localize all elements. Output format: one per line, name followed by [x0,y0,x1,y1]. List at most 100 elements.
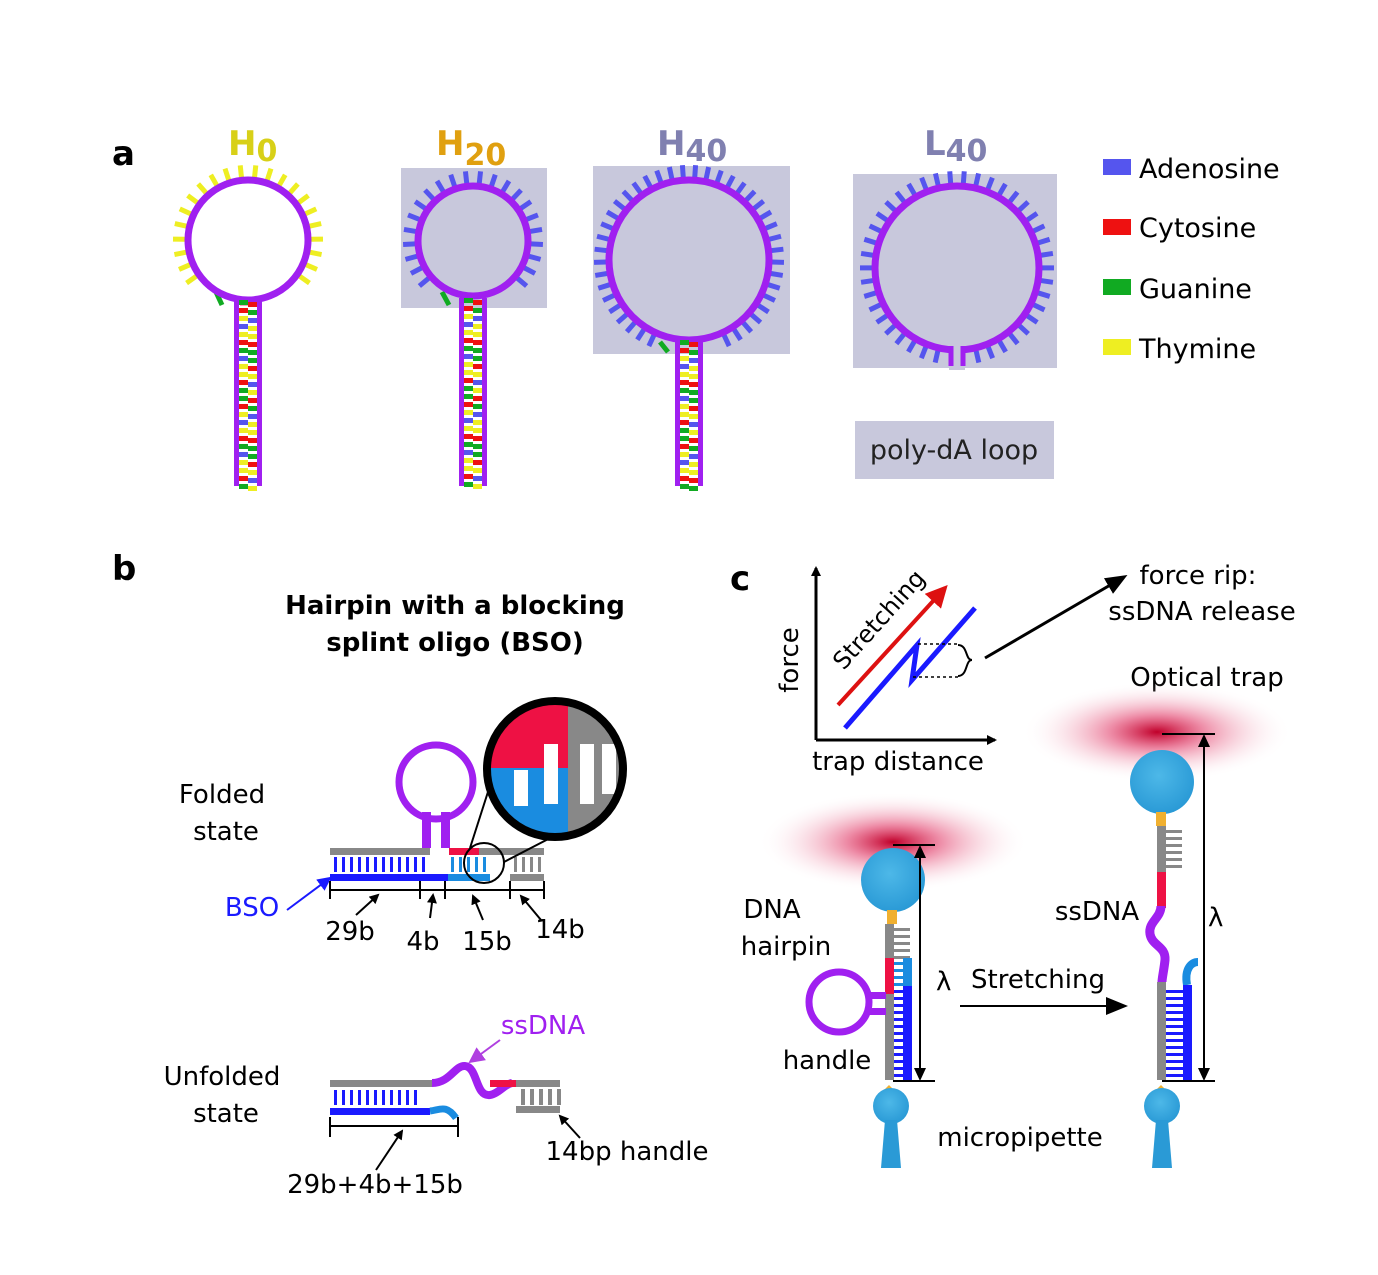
base-pair [464,314,473,319]
lambda-right-label: λ [1208,903,1223,933]
thymine-base [277,173,288,187]
adenosine-base [1040,278,1054,285]
combined-label: 29b+4b+15b [287,1170,463,1200]
adenosine-base [752,199,766,211]
rung [1166,997,1183,1000]
rung [894,942,910,945]
setup-folded: λ DNA hairpin handle [741,792,1028,1168]
base-pair [239,356,248,361]
base-pair [239,468,248,473]
rung [1166,1039,1183,1042]
right-red-seg [1157,872,1166,908]
adenosine-base [528,253,542,262]
base-pair [248,430,257,435]
adenosine-base [875,211,889,223]
guanine-base [439,290,452,307]
base-pair [473,412,482,417]
handle-strand-left [885,924,894,1080]
hairpin-h20-bases [402,171,544,307]
hairpin-h40-title: H40 [657,124,727,169]
base-pair [239,420,248,425]
base-pair [473,372,482,377]
rung [398,857,401,872]
rung [406,857,409,872]
seg-4b-arrow [427,893,437,919]
rung [382,1090,385,1105]
adenosine-base [868,223,882,234]
base-pair [473,380,482,385]
rung [894,1060,903,1063]
folded-label-line1: Folded [179,780,265,810]
hairpin-l40: L40 poly-dA loop [853,124,1057,479]
base-pair [680,460,689,465]
adenosine-base [725,174,736,188]
adenosine-base [448,173,457,187]
base-pair [473,340,482,345]
dna-hairpin-line1: DNA [743,895,800,925]
left-bso [903,986,912,1080]
base-pair [239,484,248,489]
adenosine-base [703,166,712,180]
poly-da-label: poly-dA loop [870,435,1038,466]
unfolded-ssdna [431,1062,514,1099]
folded-label-line2: state [193,817,259,847]
base-pair [464,450,473,455]
base-pair [248,366,257,371]
base-pair [473,324,482,329]
distance-axis-label: trap distance [812,747,984,777]
anchor-top-right [1156,812,1166,826]
adenosine-base [402,241,416,247]
adenosine-base [602,293,616,303]
anchor-top-left [887,910,897,924]
base-pair [239,476,248,481]
base-pair [689,422,698,427]
base-pair [473,428,482,433]
adenosine-base [749,312,763,325]
base-pair [473,404,482,409]
adenosine-base [768,233,782,242]
adenosine-base [413,199,427,211]
adenosine-base [525,212,539,222]
left-handle-rungs [894,928,910,959]
base-pair [473,460,482,465]
base-pair [680,420,689,425]
base-pair [680,452,689,457]
base-pair [689,342,698,347]
rung [1166,1032,1183,1035]
thymine-base [237,165,244,178]
base-pair [239,460,248,465]
unfolded-red [490,1080,516,1087]
base-pair [248,310,257,315]
base-pair [689,470,698,475]
folded-stem-left [422,812,431,848]
adenosine-base [523,265,537,276]
rung [422,857,425,872]
base-pair [464,482,473,487]
adenosine-base [1017,200,1030,212]
stem-backbone-right [482,298,487,486]
folded-top-red [449,848,479,855]
rung [1166,1067,1183,1070]
unfolded-top-gray [330,1080,432,1087]
right-handle-rungs [1166,830,1182,868]
right-handle-top [1157,826,1166,872]
rung [483,857,486,872]
base-pair [473,388,482,393]
adenosine-base [654,169,664,183]
rung [894,1067,903,1070]
adenosine-base [530,241,544,247]
base-pair [473,468,482,473]
adenosine-base [884,200,897,212]
combined-arrow [375,1129,404,1171]
bso-strand [330,874,448,881]
folded-rungs [334,857,541,872]
adenosine-base [973,172,982,186]
base-pair [689,430,698,435]
base-pair [680,404,689,409]
base-pair [239,300,248,305]
rung [894,1039,903,1042]
stem-backbone-left [675,340,680,486]
adenosine-base [744,189,757,202]
rung [894,969,903,972]
base-pair [248,318,257,323]
